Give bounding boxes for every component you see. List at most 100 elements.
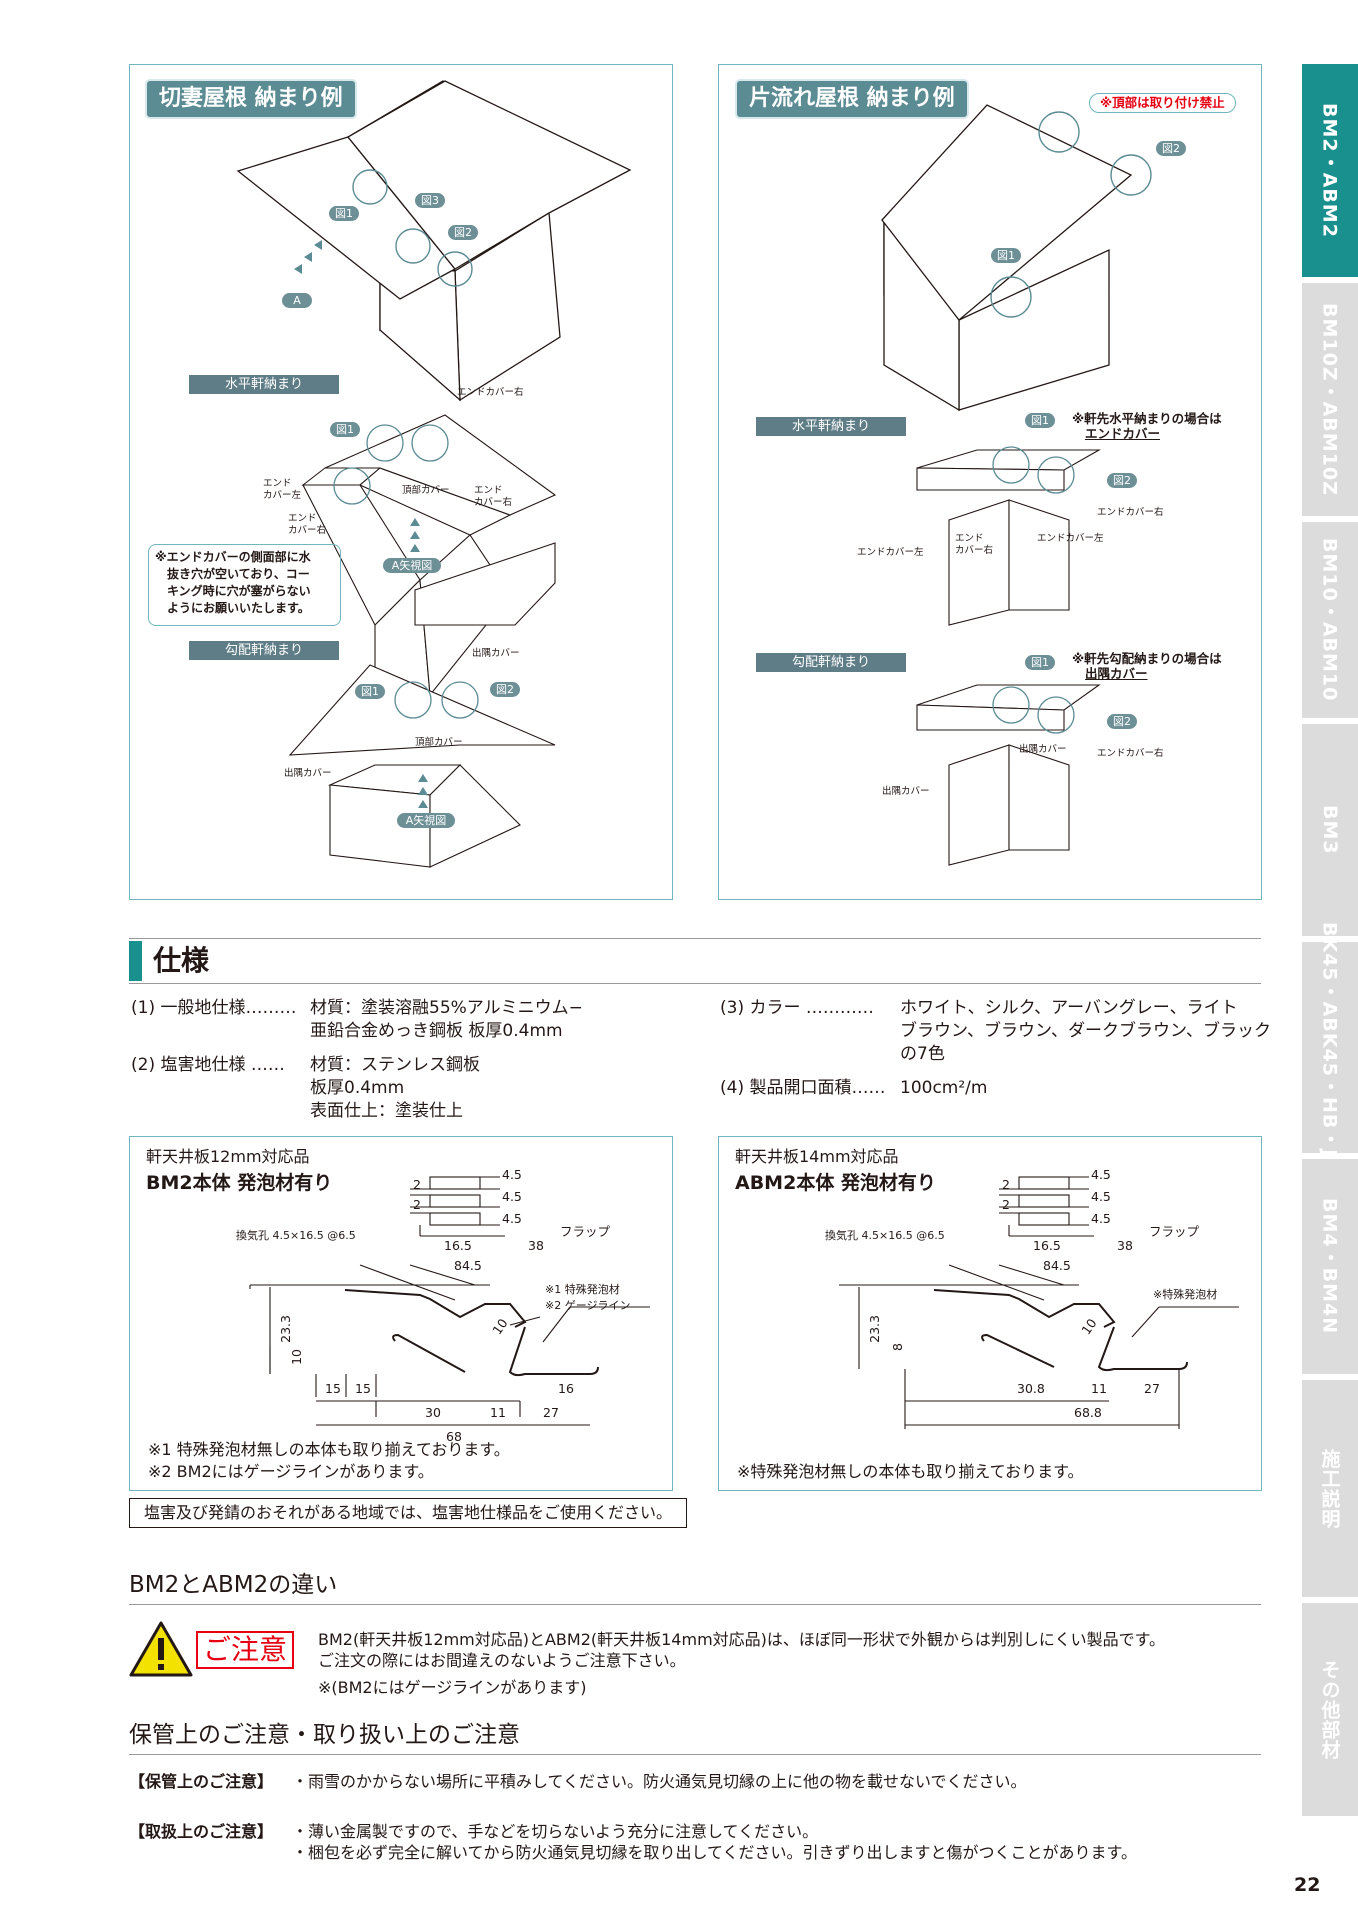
abm2-name: ABM2本体 発泡材有り	[735, 1172, 936, 1194]
bm2-dim-d1: 16.5	[444, 1238, 472, 1253]
bm2-dim-d8: 15	[355, 1381, 371, 1396]
fig-1-tag: 図1	[329, 206, 359, 221]
sloped-eave-label-shed: 勾配軒納まり	[756, 653, 906, 672]
bm2-dim-d9: 16	[558, 1381, 574, 1396]
bm2-note-foam: ※1 特殊発泡材	[545, 1283, 620, 1296]
sloped-eave-label: 勾配軒納まり	[189, 641, 339, 660]
bm2-dim-v4: 4.5	[502, 1189, 522, 1204]
spec-4-line-1: 100cm²/m	[900, 1078, 988, 1098]
spec-heading-bar	[129, 941, 142, 981]
bm2-dim-v1: 2	[413, 1177, 421, 1192]
bm2-dim-d10: 30	[425, 1405, 441, 1420]
end-cover-left-label: エンドカバー左	[263, 478, 302, 501]
end-cover-right-shed-label-2: エンドカバー右	[955, 533, 994, 556]
bm2-footnote-1: ※1 特殊発泡材無しの本体も取り揃えております。	[148, 1440, 510, 1459]
handling-text-1: ・薄い金属製ですので、手などを切らないよう充分に注意してください。	[292, 1822, 819, 1841]
end-cover-right-label: エンドカバー右	[474, 485, 513, 508]
fig-1-tag-horizontal: 図1	[330, 422, 360, 437]
horizontal-eave-label-shed: 水平軒納まり	[756, 417, 906, 436]
external-corner-cover-shed-label: 出隅カバー	[1019, 744, 1067, 755]
sidebar-tab-bk45[interactable]: BK45・ABK45・HB・JB	[1302, 922, 1358, 1173]
a-view-tag-2: A矢視図	[397, 813, 455, 828]
external-corner-cover-top-label: 出隅カバー	[472, 648, 520, 659]
bm2-dim-d7: 15	[325, 1381, 341, 1396]
bm2-dim-d12: 27	[543, 1405, 559, 1420]
sloped-eave-note: ※軒先勾配納まりの場合は 出隅カバー	[1072, 651, 1222, 681]
bm2-dim-d5: 10	[289, 1349, 304, 1365]
abm2-dim-d2: 38	[1117, 1238, 1133, 1253]
fig-3-tag: 図3	[415, 193, 445, 208]
view-a-tag: A	[282, 293, 312, 308]
horizontal-eave-note: ※軒先水平納まりの場合は エンドカバー	[1072, 411, 1222, 441]
fig-1-tag-sloped: 図1	[355, 684, 385, 699]
bm2-dim-v2: 2	[413, 1197, 421, 1212]
spec-1-line-2: 亜鉛合金めっき鋼板 板厚0.4mm	[310, 1021, 563, 1041]
external-corner-cover-left-label: 出隅カバー	[284, 768, 332, 779]
sidebar-tab-bm10z[interactable]: BM10Z・ABM10Z	[1302, 283, 1358, 519]
fig-2-tag: 図2	[448, 225, 478, 240]
drain-hole-note: ※エンドカバーの側面部に水 抜き穴が空いており、コー キング時に穴が塞がらない …	[148, 544, 341, 626]
sidebar-tab-bm10[interactable]: BM10・ABM10	[1302, 522, 1358, 721]
spec-2-line-3: 表面仕上：塗装仕上	[310, 1101, 463, 1121]
handling-label: 【取扱上のご注意】	[129, 1822, 274, 1841]
abm2-dim-v3: 4.5	[1091, 1167, 1111, 1182]
end-cover-right-shed-label: エンドカバー右	[1097, 507, 1164, 518]
handling-text-2: ・梱包を必ず完全に解いてから防火通気見切縁を取り出してください。引きずり出します…	[292, 1843, 1137, 1862]
top-cover-sloped-label: 頂部カバー	[415, 737, 463, 748]
abm2-footnote: ※特殊発泡材無しの本体も取り揃えております。	[737, 1462, 1084, 1481]
bm2-footnote-2: ※2 BM2にはゲージラインがあります。	[148, 1462, 434, 1481]
spec-2-label: (2) 塩害地仕様 ……	[131, 1055, 285, 1075]
bm2-subtitle: 軒天井板12mm対応品	[146, 1147, 310, 1166]
storage-text: ・雨雪のかからない場所に平積みしてください。防火通気見切縁の上に他の物を載せない…	[292, 1772, 1027, 1791]
abm2-dim-v4: 4.5	[1091, 1189, 1111, 1204]
abm2-profile-drawing	[839, 1176, 1239, 1429]
bm2-dim-d11: 11	[490, 1405, 506, 1420]
abm2-dim-d10: 68.8	[1074, 1405, 1102, 1420]
top-mount-prohibited-warning: ※頂部は取り付け禁止	[1089, 93, 1236, 113]
bm2-dim-v3: 4.5	[502, 1167, 522, 1182]
caution-warning-icon	[129, 1621, 193, 1677]
abm2-dim-d4: 23.3	[867, 1315, 882, 1343]
top-cover-label: 頂部カバー	[402, 485, 450, 496]
end-cover-left-shed-label: エンドカバー左	[857, 547, 924, 558]
diff-text-3: ※(BM2にはゲージラインがあります)	[318, 1678, 587, 1697]
bm2-note-gauge: ※2 ゲージライン	[545, 1299, 631, 1312]
abm2-dim-d1: 16.5	[1033, 1238, 1061, 1253]
spec-1-label: (1) 一般地仕様………	[131, 998, 297, 1018]
abm2-subtitle: 軒天井板14mm対応品	[735, 1147, 899, 1166]
abm2-dim-d8: 11	[1091, 1381, 1107, 1396]
spec-3-label: (3) カラー …………	[720, 998, 874, 1018]
diff-text-2: ご注文の際にはお間違えのないようご注意下さい。	[318, 1651, 686, 1670]
salt-damage-note: 塩害及び発錆のおそれがある地域では、塩害地仕様品をご使用ください。	[129, 1498, 688, 1528]
abm2-profile-box: 軒天井板14mm対応品 ABM2本体 発泡材有り 2 2 4.5 4.5 4.5…	[718, 1136, 1262, 1491]
abm2-dim-d7: 30.8	[1017, 1381, 1045, 1396]
shed-roof-panel: 片流れ屋根 納まり例 ※頂部は取り付け禁止 図	[718, 64, 1262, 900]
spec-1-line-1: 材質：塗装溶融55%アルミニウム−	[310, 998, 583, 1018]
bm2-dim-v5: 4.5	[502, 1211, 522, 1226]
spec-3-line-3: の7色	[900, 1044, 945, 1064]
sidebar-tab-bm4[interactable]: BM4・BM4N	[1302, 1159, 1358, 1377]
fig-2-tag-shed-h: 図2	[1107, 473, 1137, 488]
sidebar-tab-bm2[interactable]: BM2・ABM2	[1302, 64, 1358, 280]
spec-heading-rule	[129, 938, 1261, 939]
diff-text-1: BM2(軒天井板12mm対応品)とABM2(軒天井板14mm対応品)は、ほぼ同一…	[318, 1630, 1165, 1649]
sidebar-tab-other[interactable]: その他部材	[1302, 1603, 1358, 1819]
gable-roof-title: 切妻屋根 納まり例	[145, 79, 357, 119]
fig-2-tag-shed-s: 図2	[1107, 714, 1137, 729]
gable-roof-panel: 切妻屋根 納まり例	[129, 64, 673, 900]
bm2-profile-drawing	[249, 1176, 650, 1426]
sidebar-tab-bm3[interactable]: BM3	[1302, 724, 1358, 939]
spec-heading: 仕様	[153, 944, 210, 977]
spec-2-line-1: 材質：ステンレス鋼板	[310, 1055, 480, 1075]
fig-2-tag-sloped: 図2	[490, 682, 520, 697]
bm2-dim-d3: 84.5	[454, 1258, 482, 1273]
gable-roof-illustration	[236, 80, 632, 868]
shed-roof-title: 片流れ屋根 納まり例	[735, 79, 969, 119]
abm2-dim-v2: 2	[1002, 1197, 1010, 1212]
abm2-dim-v5: 4.5	[1091, 1211, 1111, 1226]
sidebar-tab-construction[interactable]: 施工説明	[1302, 1380, 1358, 1600]
page-number: 22	[1294, 1874, 1321, 1896]
external-corner-cover-left-shed-label: 出隅カバー	[882, 786, 930, 797]
spec-heading-rule-2	[129, 983, 1261, 984]
diff-heading: BM2とABM2の違い	[129, 1572, 338, 1598]
